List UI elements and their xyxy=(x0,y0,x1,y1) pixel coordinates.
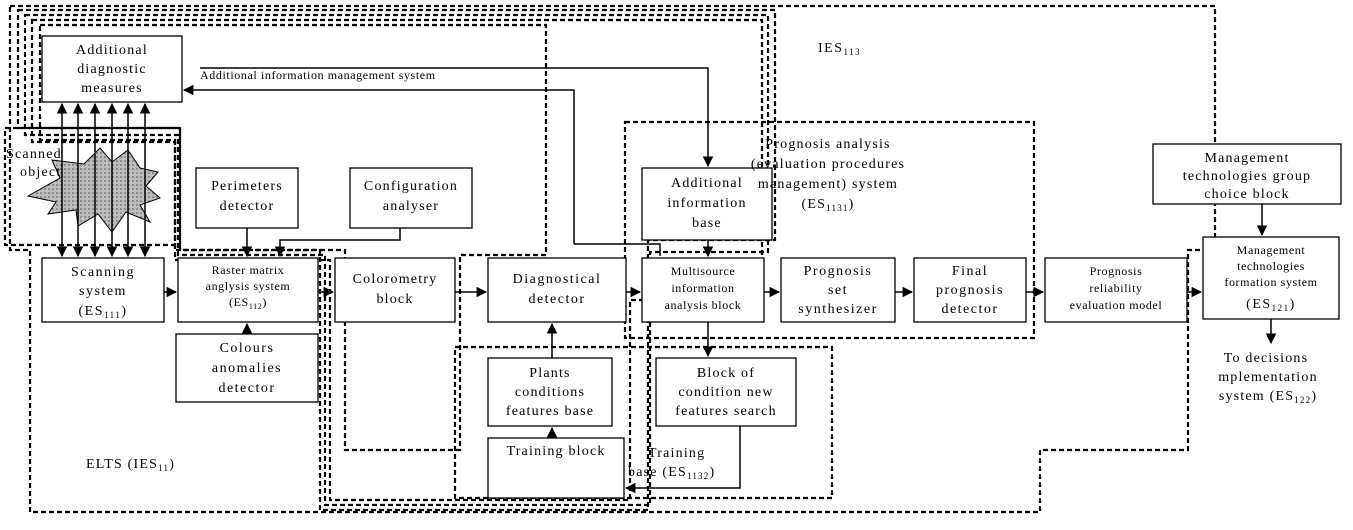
svg-text:features search: features search xyxy=(675,404,777,419)
svg-text:Colours: Colours xyxy=(220,341,275,356)
additional-measures-line3: measures xyxy=(81,81,143,96)
svg-text:Training block: Training block xyxy=(506,444,605,459)
block-plants-conditions: Plants conditions features base xyxy=(487,357,613,427)
prognosis-analysis-line2: (evaluation procedures xyxy=(751,157,905,172)
free-labels: Scanned object Additional information ma… xyxy=(6,41,1318,481)
block-prognosis-reliability: Prognosis reliability evaluation model xyxy=(1044,257,1188,323)
svg-text:Perimeters: Perimeters xyxy=(211,179,283,194)
svg-text:(ES112): (ES112) xyxy=(229,295,267,311)
svg-text:technologies: technologies xyxy=(1237,259,1305,273)
svg-text:evaluation model: evaluation model xyxy=(1070,298,1163,312)
block-condition-features-search: Block of condition new features search xyxy=(655,357,797,427)
svg-text:system: system xyxy=(79,284,127,299)
svg-text:anomalies: anomalies xyxy=(212,361,282,376)
block-perimeters-detector: Perimeters detector xyxy=(195,167,299,229)
svg-text:Raster matrix: Raster matrix xyxy=(212,263,285,277)
svg-text:detector: detector xyxy=(528,292,585,307)
svg-text:detector: detector xyxy=(941,302,998,317)
svg-text:Additional: Additional xyxy=(671,176,743,191)
block-additional-info-base: Additional information base xyxy=(641,167,773,241)
block-multisource: Multisource information analysis block xyxy=(641,257,765,323)
training-base-label-2: base (ES1132) xyxy=(628,465,715,481)
prognosis-analysis-line1: Prognosis analysis xyxy=(765,137,890,152)
block-colours-anomalies: Colours anomalies detector xyxy=(175,333,319,403)
block-scanning-system: Scanning system (ES111) xyxy=(41,257,165,323)
block-colorometry: Colorometry block xyxy=(334,257,456,323)
svg-text:anglysis system: anglysis system xyxy=(206,279,291,293)
svg-text:features base: features base xyxy=(506,404,594,419)
svg-text:Configuration: Configuration xyxy=(364,179,458,194)
svg-text:Prognosis: Prognosis xyxy=(804,264,873,279)
ies113-label: IES113 xyxy=(818,41,861,57)
svg-text:analyser: analyser xyxy=(383,199,439,214)
to-decisions-line3: system (ES122) xyxy=(1219,389,1317,405)
prognosis-analysis-es1131: (ES1131) xyxy=(802,197,855,213)
svg-text:Block of: Block of xyxy=(697,366,755,381)
svg-text:Multisource: Multisource xyxy=(671,264,736,278)
svg-text:Final: Final xyxy=(952,264,988,279)
svg-text:synthesizer: synthesizer xyxy=(798,302,877,317)
boundary-scanner-zone xyxy=(3,126,182,247)
scanned-object-label-1: Scanned xyxy=(6,147,62,162)
scanned-object-label-2: object xyxy=(20,165,61,180)
svg-text:formation system: formation system xyxy=(1224,275,1317,289)
connectors xyxy=(56,67,1277,494)
to-decisions-line1: To decisions xyxy=(1224,351,1309,366)
svg-text:detector: detector xyxy=(220,199,275,214)
block-mgmt-group-choice: Management technologies group choice blo… xyxy=(1152,143,1342,205)
svg-text:information: information xyxy=(667,196,746,211)
svg-text:block: block xyxy=(376,292,413,307)
svg-text:Colorometry: Colorometry xyxy=(353,272,438,287)
svg-text:reliability: reliability xyxy=(1089,281,1142,295)
svg-text:conditions: conditions xyxy=(515,385,585,400)
svg-text:analysis block: analysis block xyxy=(665,298,742,312)
svg-text:Prognosis: Prognosis xyxy=(1090,264,1143,278)
svg-text:(ES121): (ES121) xyxy=(1246,297,1296,313)
block-final-prognosis: Final prognosis detector xyxy=(913,257,1027,323)
svg-text:(ES111): (ES111) xyxy=(78,304,127,320)
svg-text:prognosis: prognosis xyxy=(936,283,1004,298)
svg-text:Diagnostical: Diagnostical xyxy=(513,272,602,287)
additional-info-mgmt-label: Additional information management system xyxy=(200,68,436,82)
additional-measures-line1: Additional xyxy=(76,43,148,58)
svg-text:set: set xyxy=(828,283,848,298)
svg-text:Plants: Plants xyxy=(529,366,570,381)
block-raster-matrix: Raster matrix anglysis system (ES112) xyxy=(177,257,319,323)
svg-text:choice block: choice block xyxy=(1204,187,1290,202)
svg-text:Management: Management xyxy=(1237,243,1306,257)
block-mgmt-formation: Management technologies formation system… xyxy=(1202,236,1340,320)
svg-text:information: information xyxy=(671,281,734,295)
block-diagnostical-detector: Diagnostical detector xyxy=(487,257,627,323)
svg-text:base: base xyxy=(692,216,722,231)
elts-label: ELTS (IES11) xyxy=(86,457,175,473)
boundary-outer-ies1 xyxy=(8,4,1217,514)
training-base-label-1: Training xyxy=(648,446,705,461)
additional-measures-line2: diagnostic xyxy=(77,62,147,77)
block-prognosis-set: Prognosis set synthesizer xyxy=(780,257,896,323)
svg-text:technologies group: technologies group xyxy=(1183,169,1312,184)
block-configuration-analyser: Configuration analyser xyxy=(349,167,473,229)
svg-text:condition new: condition new xyxy=(678,385,773,400)
to-decisions-line2: mplementation xyxy=(1218,370,1318,385)
block-additional-measures: Additional diagnostic measures xyxy=(41,35,183,103)
svg-text:Scanning: Scanning xyxy=(71,265,135,280)
svg-text:Management: Management xyxy=(1204,151,1289,166)
block-training: Training block xyxy=(487,437,625,499)
prognosis-analysis-line3: management) system xyxy=(758,177,898,192)
svg-text:detector: detector xyxy=(218,381,275,396)
